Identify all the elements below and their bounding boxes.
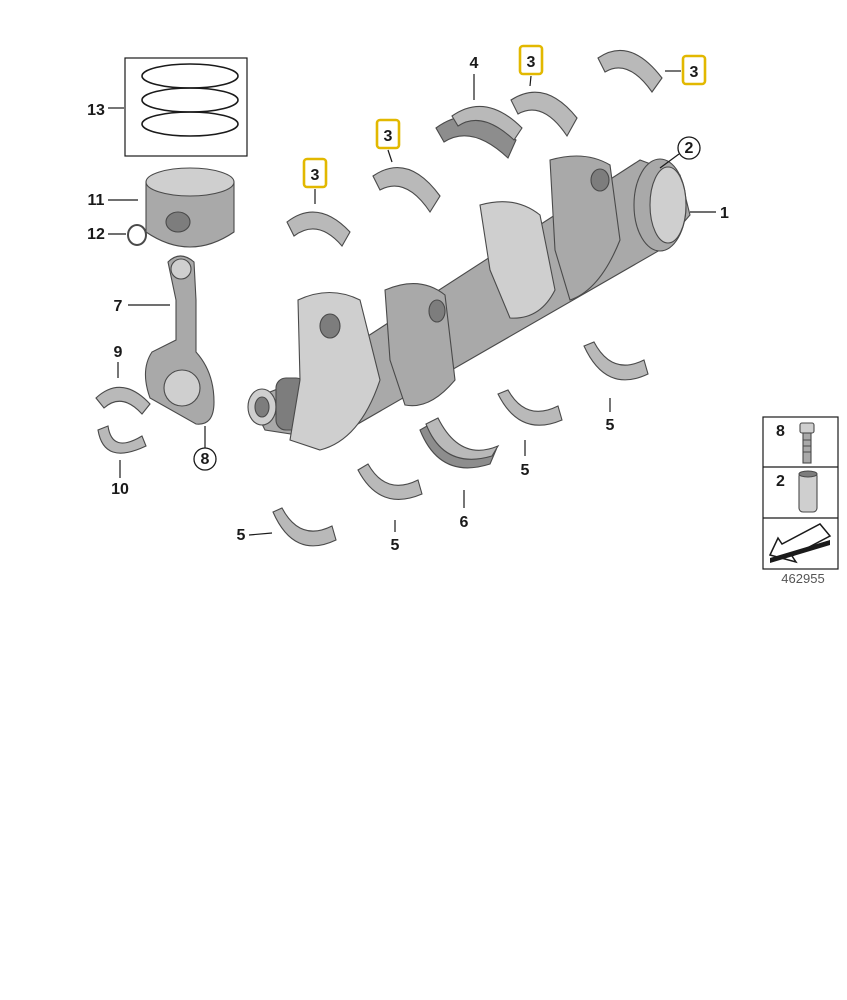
bearing-shell-5b[interactable] <box>357 463 423 500</box>
piston-rings[interactable] <box>124 57 248 157</box>
bearing-shell-5c[interactable] <box>497 389 563 426</box>
callout-3d-box: 3 <box>665 54 707 86</box>
piston[interactable] <box>145 167 235 248</box>
callout-3b: 3 <box>384 128 393 145</box>
callout-5b: 5 <box>391 537 400 554</box>
thrust-bearing-lower[interactable] <box>419 417 500 469</box>
legend-bolt-label: 8 <box>776 423 785 440</box>
legend-box: 8 2 <box>762 416 839 570</box>
callout-2: 2 <box>685 140 694 157</box>
circlip[interactable] <box>127 224 147 246</box>
bearing-shell-3a[interactable] <box>286 211 351 247</box>
callout-1: 1 <box>720 205 729 222</box>
callout-4: 4 <box>470 55 479 72</box>
bearing-shell-5d[interactable] <box>583 341 649 381</box>
bearing-shell-5a[interactable] <box>272 507 337 547</box>
callout-9: 9 <box>114 344 123 361</box>
bearing-shell-3c[interactable] <box>510 91 578 138</box>
callout-5a: 5 <box>237 527 246 544</box>
crankshaft[interactable] <box>247 155 691 451</box>
dowel-sleeve-icon <box>798 470 818 513</box>
callout-3b-box: 3 <box>375 118 401 163</box>
bearing-shell-3b[interactable] <box>372 167 441 214</box>
callout-3c: 3 <box>527 54 536 71</box>
callout-11: 11 <box>88 192 105 209</box>
callout-7: 7 <box>114 298 123 315</box>
callout-3a-box: 3 <box>302 157 328 204</box>
legend-dowel-label: 2 <box>776 473 785 490</box>
callout-3d: 3 <box>690 64 699 81</box>
conrod-bearing-lower[interactable] <box>97 425 147 454</box>
connecting-rod[interactable] <box>144 255 215 425</box>
reference-number: 462955 <box>781 571 824 586</box>
callout-6: 6 <box>460 514 469 531</box>
dowel-callout: 2 <box>659 136 701 169</box>
bolt-callout: 8 <box>193 426 217 471</box>
callout-3a: 3 <box>311 167 320 184</box>
callout-5c: 5 <box>521 462 530 479</box>
callout-8: 8 <box>201 451 210 468</box>
bolt-icon <box>799 422 815 464</box>
thrust-bearing[interactable] <box>435 105 523 159</box>
bearing-shell-3d[interactable] <box>597 50 663 93</box>
callout-10: 10 <box>111 481 129 498</box>
arrow-icon <box>768 523 832 564</box>
callout-13: 13 <box>87 102 105 119</box>
callout-5d: 5 <box>606 417 615 434</box>
callout-3c-box: 3 <box>518 44 544 87</box>
conrod-bearing-upper[interactable] <box>95 386 151 415</box>
callout-12: 12 <box>87 226 105 243</box>
